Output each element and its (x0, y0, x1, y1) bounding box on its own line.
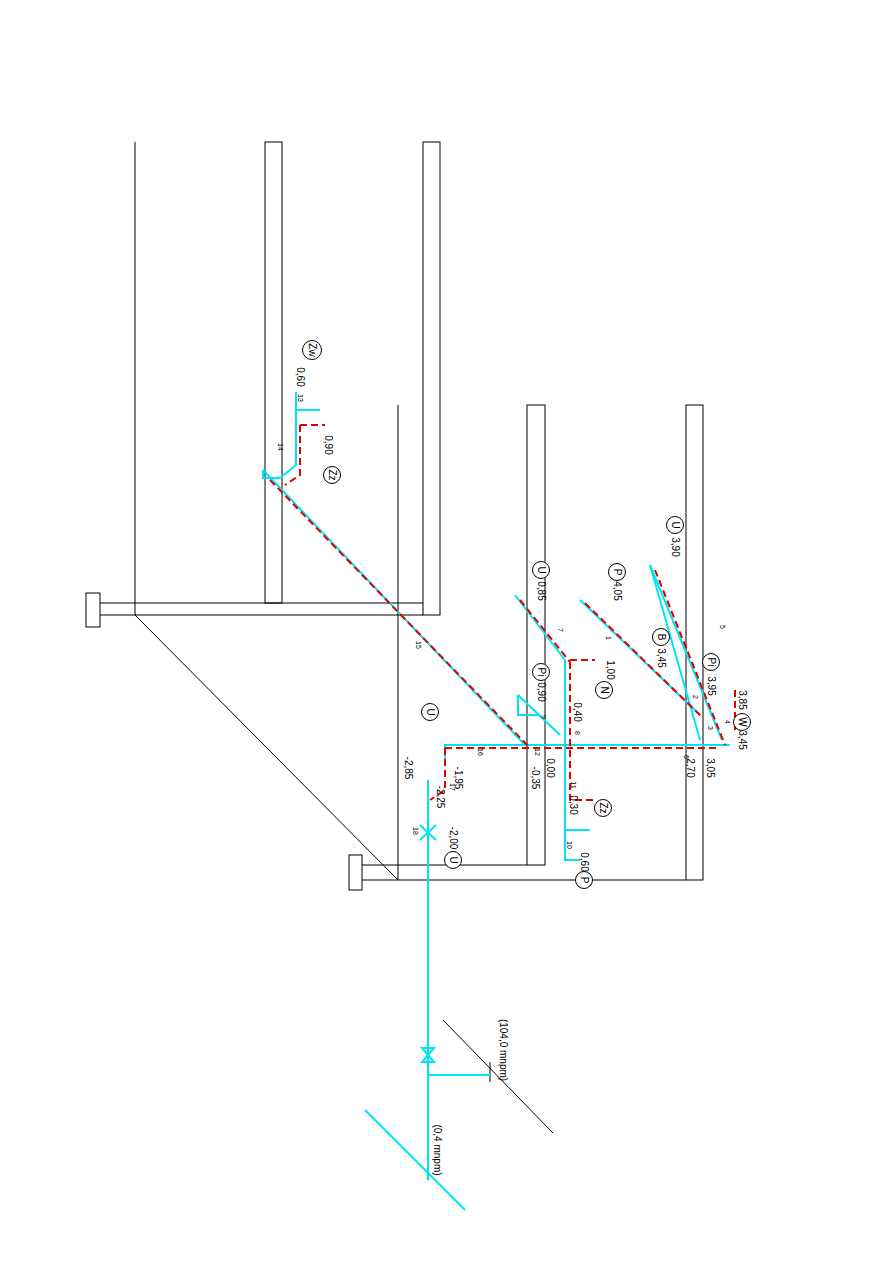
callout-number: 11 (570, 781, 577, 788)
fixture-symbol: U (666, 516, 684, 534)
elevation-label: 3,95 (706, 676, 716, 695)
elevation-label: -0,35 (530, 767, 540, 790)
callout-number: 17 (449, 783, 456, 791)
fixture-letter: Pi (536, 668, 546, 677)
callout-number: 9 (540, 715, 547, 719)
elevation-label: -2,25 (435, 786, 445, 809)
elevation-label: -2,85 (403, 757, 413, 780)
elevation-label: 0,90 (536, 682, 546, 701)
callout-number: 4 (724, 720, 731, 724)
elevation-label: 3,05 (705, 758, 715, 777)
fixture-letter: P (579, 877, 589, 884)
fixture-letter: U (448, 856, 458, 863)
callout-number: 12 (534, 748, 541, 756)
elevation-label: 3,45 (737, 730, 747, 749)
callout-number: 15 (415, 641, 422, 649)
callout-number: 13 (297, 394, 304, 402)
elevation-label: 3,90 (670, 537, 680, 556)
elevation-label: -2,00 (448, 827, 458, 850)
elevation-label: 2,70 (685, 758, 695, 777)
elevation-label: 0,85 (536, 581, 546, 600)
elevation-label: 1,00 (605, 660, 615, 679)
elevation-label: 3,85 (737, 690, 747, 709)
fixture-symbol: Zz (323, 466, 341, 484)
fixture-symbol: Pi (532, 663, 550, 681)
fixture-letter: Zz (327, 469, 337, 480)
callout-number: 1 (605, 636, 612, 640)
callout-number: 10 (566, 841, 573, 849)
elevation-label: 0,40 (572, 702, 582, 721)
callout-number: 16 (477, 748, 484, 756)
elevation-label: 0,60 (579, 852, 589, 871)
fixture-letter: Zw (307, 343, 317, 356)
fixture-letter: Zz (598, 802, 608, 813)
elevation-label: 0,90 (323, 435, 333, 454)
callout-number: 14 (277, 443, 284, 451)
fixture-symbol: U (444, 851, 462, 869)
fixture-letter: P (612, 569, 622, 576)
fixture-letter: B (656, 634, 666, 641)
fixture-letter: U (425, 708, 435, 715)
callout-number: 8 (574, 731, 581, 735)
fixture-letter: Pi (706, 658, 716, 667)
fixture-symbol: P (575, 871, 593, 889)
fixture-symbol: N (595, 681, 613, 699)
fixture-letter: U (536, 566, 546, 573)
fixture-symbol: B (652, 628, 670, 646)
callout-number: 3 (707, 726, 714, 730)
fixture-symbol: W (733, 713, 751, 731)
fixture-letter: N (599, 686, 609, 693)
fixture-symbol: U (532, 561, 550, 579)
elevation-label: (104,0 mnpm) (498, 1019, 508, 1081)
fixture-symbol: Pi (702, 653, 720, 671)
elevation-label: 0,30 (568, 795, 578, 814)
fixture-symbol: P (608, 563, 626, 581)
elevation-label: 3,45 (656, 648, 666, 667)
fixture-letter: U (670, 521, 680, 528)
fixture-symbol: Zw (302, 340, 322, 360)
callout-number: 7 (557, 628, 564, 632)
fixture-symbol: U (421, 703, 439, 721)
callout-number: 2 (692, 695, 699, 699)
elevation-label: 0,00 (545, 758, 555, 777)
callout-number: 5 (719, 625, 726, 629)
elevation-label: 4,05 (612, 581, 622, 600)
fixture-letter: W (737, 717, 747, 726)
callout-number: 18 (412, 827, 419, 835)
fixture-symbol: Zz (594, 799, 612, 817)
elevation-label: (0,4 mnpm) (432, 1124, 442, 1175)
elevation-label: 0,60 (295, 367, 305, 386)
